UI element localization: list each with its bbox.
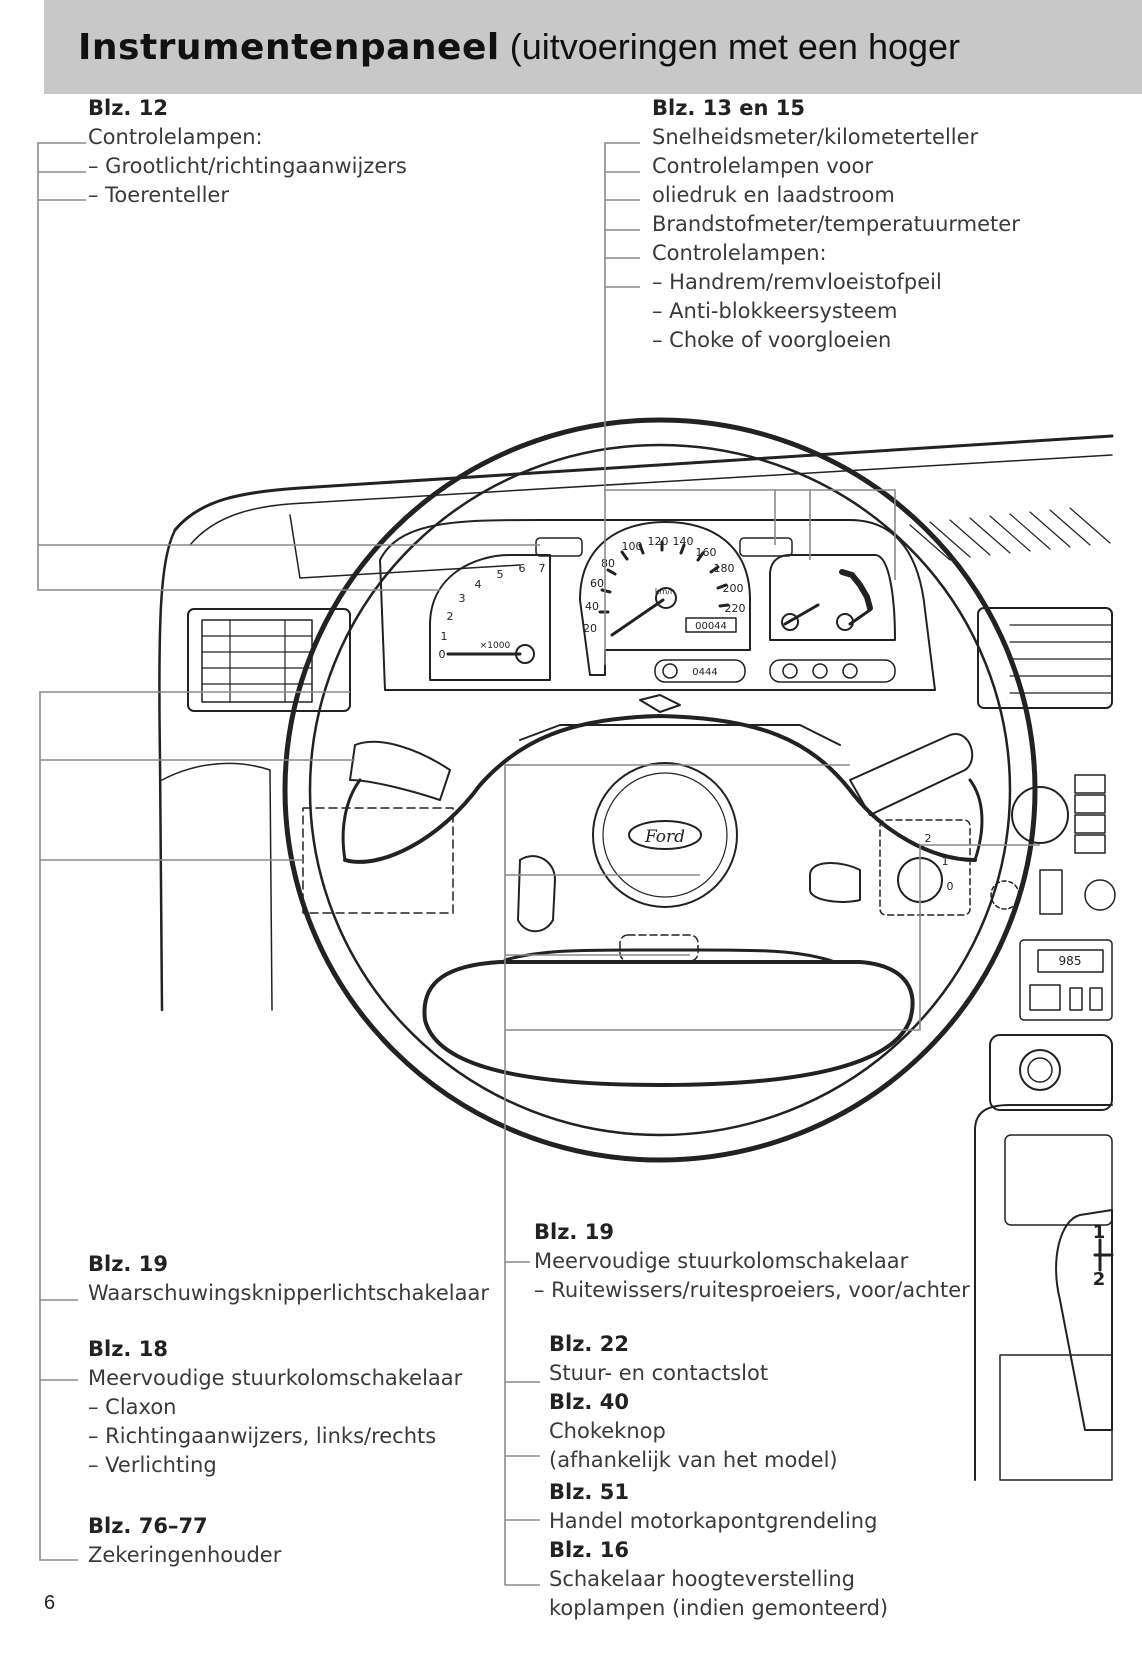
callout-line: Waarschuwingsknipperlichtschakelaar [88,1281,489,1305]
callout-line: Snelheidsmeter/kilometerteller [652,125,979,149]
speedo-mark: 80 [601,557,615,570]
tacho-mark: 7 [539,562,546,575]
page-reference: Blz. 22 [549,1332,629,1356]
page-number: 6 [44,1592,56,1614]
callout-line: – Verlichting [88,1453,217,1477]
title-bar [44,0,1142,94]
tacho-unit: ×1000 [480,641,511,651]
callout-line: oliedruk en laadstroom [652,183,895,207]
callout-hazard-switch: Blz. 19 Waarschuwingsknipperlichtschakel… [88,1250,489,1308]
speedo-mark: 200 [723,582,744,595]
page-reference: Blz. 76–77 [88,1514,208,1538]
light-switch-mark: 2 [925,832,932,845]
page-reference: Blz. 51 [549,1480,629,1504]
callout-line: Chokeknop [549,1419,666,1443]
speedo-mark: 120 [648,535,669,548]
callout-line: Handel motorkapontgrendeling [549,1509,878,1533]
callout-line: (afhankelijk van het model) [549,1448,838,1472]
gear-mark: 2 [1093,1269,1106,1290]
callout-line: Stuur- en contactslot [549,1361,769,1385]
callout-line: koplampen (indien gemonteerd) [549,1596,889,1620]
callout-line: – Richtingaanwijzers, links/rechts [88,1424,437,1448]
callout-line: – Toerenteller [88,183,229,207]
tacho-mark: 6 [519,562,526,575]
callout-line: Controlelampen voor [652,154,873,178]
tacho-mark: 2 [447,610,454,623]
tacho-mark: 0 [439,648,446,661]
tacho-mark: 1 [441,630,448,643]
callout-right-stalk: Blz. 19 Meervoudige stuurkolomschakelaar… [534,1218,970,1305]
callout-line: Brandstofmeter/temperatuurmeter [652,212,1020,236]
callout-line: – Choke of voorgloeien [652,328,892,352]
callout-left-stalk: Blz. 18 Meervoudige stuurkolomschakelaar… [88,1335,462,1480]
tacho-mark: 4 [475,578,482,591]
page-reference: Blz. 16 [549,1538,629,1562]
page-title-bold: Instrumentenpaneel [78,27,500,68]
callout-ignition: Blz. 22 Stuur- en contactslot Blz. 40 Ch… [549,1330,838,1475]
speedo-mark: 60 [590,577,604,590]
page-title-rest: (uitvoeringen met een hoger [509,26,961,67]
page-reference: Blz. 19 [88,1252,168,1276]
odometer-readout: 00044 [695,621,727,632]
speedo-mark: 140 [673,535,694,548]
page-reference: Blz. 19 [534,1220,614,1244]
callout-line: Meervoudige stuurkolomschakelaar [534,1249,909,1273]
page-title: Instrumentenpaneel (uitvoeringen met een… [78,26,960,68]
callout-top-right: Blz. 13 en 15 Snelheidsmeter/kilometerte… [652,94,1020,355]
callout-line: – Handrem/remvloeistofpeil [652,270,942,294]
callout-line: – Ruitewissers/ruitesproeiers, voor/acht… [534,1278,970,1302]
speedo-mark: 40 [585,600,599,613]
callout-line: Meervoudige stuurkolomschakelaar [88,1366,463,1390]
callout-bonnet-release: Blz. 51 Handel motorkapontgrendeling Blz… [549,1478,888,1623]
page-reference: Blz. 13 en 15 [652,96,805,120]
callout-line: Schakelaar hoogteverstelling [549,1567,855,1591]
page-reference: Blz. 18 [88,1337,168,1361]
callout-line: Zekeringenhouder [88,1543,282,1567]
tacho-mark: 5 [497,568,504,581]
callout-line: – Anti-blokkeersysteem [652,299,898,323]
tripmeter-readout: 0444 [692,667,717,678]
speedo-unit: km/h [655,587,675,596]
callout-line: – Grootlicht/richtingaanwijzers [88,154,407,178]
callout-line: Controlelampen: [652,241,827,265]
callout-fuse-box: Blz. 76–77 Zekeringenhouder [88,1512,281,1570]
callout-line: Controlelampen: [88,125,263,149]
callout-top-left: Blz. 12 Controlelampen: – Grootlicht/ric… [88,94,407,210]
ford-logo-text: Ford [644,827,685,847]
tacho-mark: 3 [459,592,466,605]
light-switch-mark: 1 [942,855,949,868]
speedo-mark: 100 [622,540,643,553]
callout-line: – Claxon [88,1395,177,1419]
gear-mark: 1 [1093,1222,1106,1243]
speedo-mark: 180 [714,562,735,575]
radio-display: 985 [1059,954,1082,968]
speedo-mark: 160 [696,546,717,559]
page-reference: Blz. 12 [88,96,168,120]
speedo-mark: 220 [725,602,746,615]
light-switch-mark: 0 [947,880,954,893]
page-reference: Blz. 40 [549,1390,629,1414]
speedo-mark: 20 [583,622,597,635]
